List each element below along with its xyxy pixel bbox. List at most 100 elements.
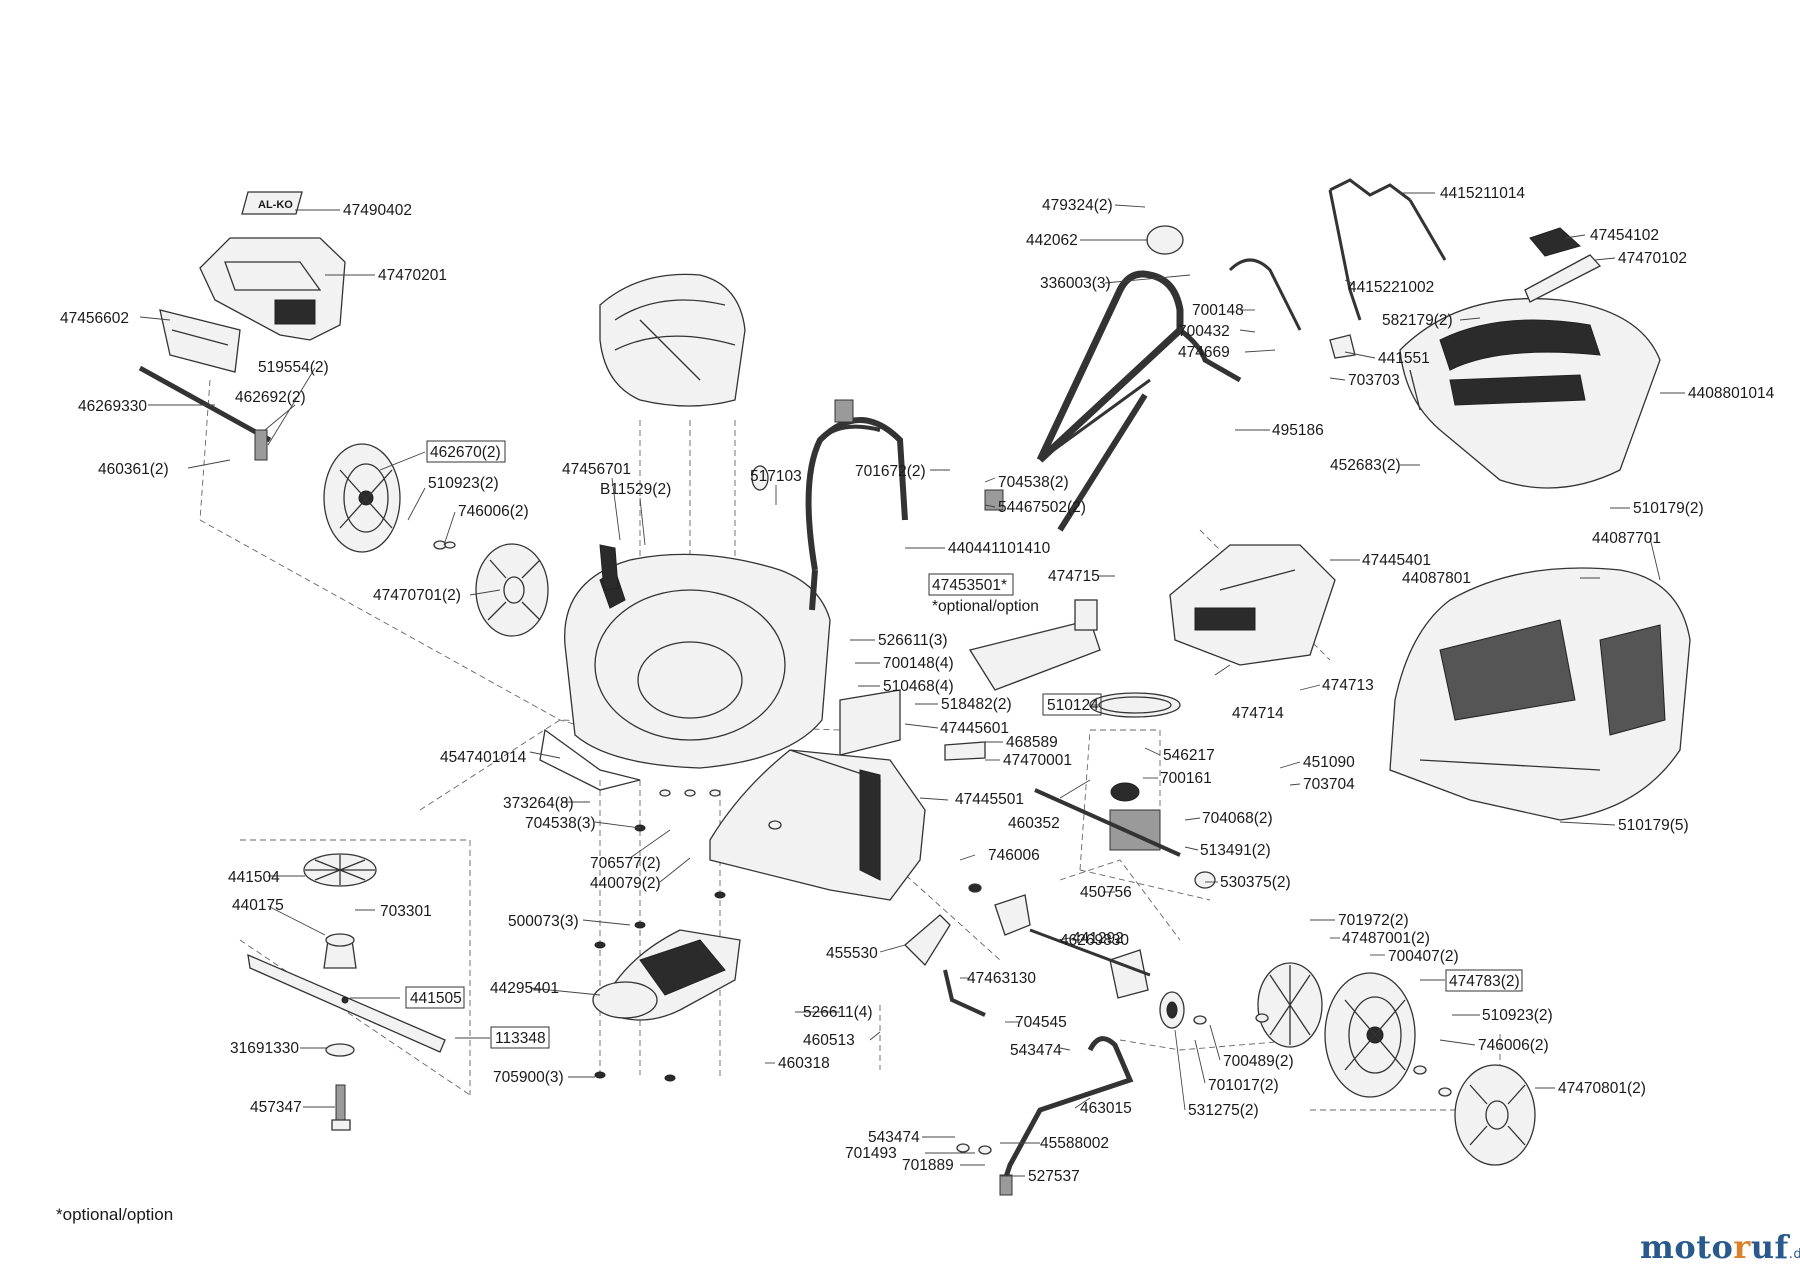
blade-washer — [325, 1043, 355, 1057]
part-label: 462692(2) — [235, 389, 306, 406]
part-label: 474669 — [1178, 344, 1230, 361]
part-label: 526611(3) — [878, 632, 948, 649]
mulch-insert — [592, 929, 741, 1021]
part-label: 44087801 — [1402, 570, 1471, 587]
part-label: 47445401 — [1362, 552, 1431, 569]
part-label: 47470102 — [1618, 250, 1687, 267]
part-label: 47456701 — [562, 461, 631, 478]
part-label: 468589 — [1006, 734, 1058, 751]
part-label: 45588002 — [1040, 1135, 1109, 1152]
part-label: 455530 — [826, 945, 878, 962]
adjuster-lever-left — [599, 544, 619, 591]
part-label: 746006(2) — [458, 503, 529, 520]
part-label: 513491(2) — [1200, 842, 1271, 859]
part-label: 700161 — [1160, 770, 1212, 787]
hubcap-right — [1454, 1064, 1536, 1166]
part-label: 463015 — [1080, 1100, 1132, 1117]
part-label: 479324(2) — [1042, 197, 1113, 214]
part-label: 4415221002 — [1348, 279, 1434, 296]
part-label: 510179(2) — [1633, 500, 1704, 517]
part-label: 460513 — [803, 1032, 855, 1049]
part-label: 373264(8) — [503, 795, 574, 812]
part-label: 700489(2) — [1223, 1053, 1294, 1070]
mulch-bracket — [968, 599, 1101, 691]
part-label: 703704 — [1303, 776, 1355, 793]
catcher-handle — [1524, 227, 1602, 303]
part-label: 4547401014 — [440, 749, 527, 766]
watermark-suffix: .de — [1788, 1247, 1800, 1262]
part-label: 703301 — [380, 903, 432, 920]
part-label: 54467502(2) — [998, 499, 1086, 516]
part-label: 543474 — [1010, 1042, 1062, 1059]
watermark-logo[interactable]: motoruf.de — [1640, 1228, 1800, 1266]
part-label: 510179(5) — [1618, 817, 1689, 834]
axle-bracket — [1029, 928, 1151, 999]
part-label: 474715 — [1048, 568, 1100, 585]
part-label: 460361(2) — [98, 461, 169, 478]
part-label: 47487001(2) — [1342, 930, 1430, 947]
footnote: *optional/option — [56, 1205, 174, 1224]
part-label: 546217 — [1163, 747, 1215, 764]
part-label: 706577(2) — [590, 855, 661, 872]
part-label: 441505 — [410, 990, 462, 1007]
part-label: B11529(2) — [600, 481, 671, 498]
blade-bolt — [331, 1084, 351, 1131]
drive-gear — [1159, 991, 1185, 1029]
part-label: 46269830 — [1060, 932, 1129, 949]
blade-adapter — [323, 933, 357, 969]
part-labels: 47490402 47470201 47456602 519554(2) 462… — [60, 185, 1775, 1185]
part-label: 440441101410 — [948, 540, 1051, 557]
part-label: 31691330 — [230, 1040, 299, 1057]
part-label: 543474 — [868, 1129, 920, 1146]
part-label: 442062 — [1026, 232, 1078, 249]
front-drive-wheel — [1324, 972, 1416, 1098]
part-label: 700407(2) — [1388, 948, 1459, 965]
grass-bag — [1389, 567, 1691, 821]
part-label: 47470201 — [378, 267, 447, 284]
part-label: 47453501* — [932, 577, 1007, 594]
rear-left-wheel — [323, 443, 401, 553]
logo-plate: AL-KO — [241, 191, 303, 215]
front-cover — [159, 309, 241, 373]
part-label: 704068(2) — [1202, 810, 1273, 827]
part-label: 746006(2) — [1478, 1037, 1549, 1054]
catcher-frame — [1399, 297, 1661, 489]
part-label: 47445501 — [955, 791, 1024, 808]
part-label: 441551 — [1378, 350, 1430, 367]
part-label: 47490402 — [343, 202, 412, 219]
top-cover — [199, 237, 346, 341]
part-label: 44087701 — [1592, 530, 1661, 547]
drive-shaft-cover — [994, 894, 1031, 936]
cable-clip — [1329, 334, 1356, 359]
part-label: 510468(4) — [883, 678, 954, 695]
part-label: 46269330 — [78, 398, 147, 415]
bail-lever — [1328, 178, 1447, 321]
part-label: 746006 — [988, 847, 1040, 864]
drive-belt — [1089, 692, 1181, 718]
part-label: 700148(4) — [883, 655, 954, 672]
part-label: 517103 — [750, 468, 802, 485]
part-label: 474783(2) — [1449, 973, 1520, 990]
part-label: 700432 — [1178, 323, 1230, 340]
part-label: 47470001 — [1003, 752, 1072, 769]
part-label: 47470801(2) — [1558, 1080, 1646, 1097]
part-label: 495186 — [1272, 422, 1324, 439]
svg-text:AL-KO: AL-KO — [258, 199, 293, 211]
part-label: 530375(2) — [1220, 874, 1291, 891]
part-label: 47445601 — [940, 720, 1009, 737]
part-label: 704538(3) — [525, 815, 596, 832]
part-label: 47470701(2) — [373, 587, 461, 604]
parts-illustration: AL-KO — [138, 178, 1691, 1196]
part-label: 451090 — [1303, 754, 1355, 771]
part-label: 526611(4) — [803, 1004, 873, 1021]
lower-handle — [805, 399, 1004, 611]
leader-lines — [139, 192, 1685, 1177]
part-label: 510923(2) — [428, 475, 499, 492]
part-label: 4415211014 — [1440, 185, 1525, 202]
height-lever — [999, 1036, 1134, 1196]
part-label: 440175 — [232, 897, 284, 914]
gearbox — [1034, 782, 1181, 857]
part-label: 582179(2) — [1382, 312, 1453, 329]
part-label: 700148 — [1192, 302, 1244, 319]
